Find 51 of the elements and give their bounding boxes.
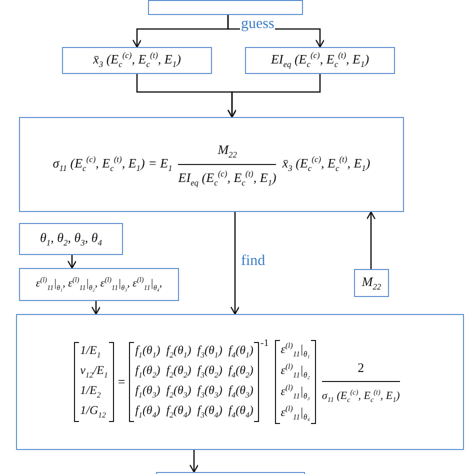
arrow: [227, 74, 321, 118]
arrow: [230, 212, 240, 315]
process-box: [19, 223, 123, 255]
process-box: [148, 0, 303, 15]
matrix-entry: f$_{2}$(θ$_{4}$): [166, 404, 192, 420]
formula-text: σ$_{11}$ (E$_{c}$$^{(c)}$, E$_{c}$$^{(t)}$, E$_{1}$): [322, 390, 400, 402]
matrix-entry: f$_{4}$(θ$_{3}$): [228, 384, 254, 400]
matrix-entry: ε$^{(l)}$$_{11}$|$_{θ₄}$: [280, 404, 310, 422]
matrix-entry: f$_{3}$(θ$_{3}$): [197, 384, 222, 400]
matrix-entry: ε$^{(l)}$$_{11}$|$_{θ₁}$: [280, 342, 310, 360]
process-box: [62, 47, 212, 74]
matrix-entry: 1/E$_{1}$: [80, 344, 101, 360]
arrow: [67, 255, 77, 269]
process-box: [354, 269, 389, 297]
matrix-entry: f$_{2}$(θ$_{1}$): [166, 344, 192, 360]
arrow: [91, 301, 101, 315]
matrix-entry: f$_{3}$(θ$_{1}$): [197, 344, 222, 360]
formula-text: M$_{22}$: [362, 274, 382, 292]
matrix-entry: ν$_{12}$/E$_{1}$: [80, 364, 108, 380]
matrix-entry: f$_{1}$(θ$_{4}$): [135, 404, 160, 420]
arrow: [189, 450, 199, 473]
matrix-entry: 1/E$_{2}$: [80, 384, 101, 400]
formula-text: EI$_{eq}$ (E$_{c}$$^{(c)}$, E$_{c}$$^{(t)}$, E$_{1}$): [178, 170, 276, 185]
matrix-entry: f$_{1}$(θ$_{1}$): [135, 344, 160, 360]
process-box: [19, 268, 179, 301]
formula-text: 2: [358, 360, 364, 375]
process-box: [19, 117, 404, 212]
formula-text: EI$_{eq}$ (E$_{c}$$^{(c)}$, E$_{c}$$^{(t)}$, E$_{1}$): [270, 51, 370, 70]
equals-sign: =: [118, 374, 126, 389]
matrix-entry: f$_{3}$(θ$_{4}$): [197, 404, 222, 420]
matrix-entry: f$_{4}$(θ$_{2}$): [228, 364, 254, 380]
matrix-entry: f$_{3}$(θ$_{2}$): [197, 364, 222, 380]
arrow: [366, 211, 376, 269]
matrix-entry: f$_{2}$(θ$_{2}$): [166, 364, 192, 380]
formula-text: ε$^{(l)}$$_{11}$|$_{θ₁}$, ε$^{(l)}$$_{11}$|$_{θ₂}$, ε$^{(l)}$$_{11}$|$_{θ₃}$, ε$^{(l)}$$_{11}$|$_{θ₄}$,: [36, 276, 162, 292]
matrix-entry: f$_{4}$(θ$_{1}$): [228, 344, 254, 360]
exponent-text: -1: [260, 338, 269, 350]
formula-text: σ$_{11}$ (E$_{c}$$^{(c)}$, E$_{c}$$^{(t)}$, E$_{1}$) = E$_{1}$: [52, 155, 172, 174]
process-box: [16, 314, 464, 450]
matrix-entry: f$_{1}$(θ$_{3}$): [135, 384, 160, 400]
formula-text: M$_{22}$: [218, 142, 237, 158]
matrix-entry: 1/G$_{12}$: [80, 404, 106, 420]
formula-text: x̄$_{3}$ (E$_{c}$$^{(c)}$, E$_{c}$$^{(t)}$, E$_{1}$): [282, 155, 370, 174]
matrix-entry: f$_{4}$(θ$_{4}$): [228, 404, 254, 420]
formula-text: x̄$_{3}$ (E$_{c}$$^{(c)}$, E$_{c}$$^{(t)}$, E$_{1}$): [93, 51, 181, 70]
matrix-entry: ε$^{(l)}$$_{11}$|$_{θ₂}$: [280, 363, 310, 380]
matrix-entry: ε$^{(l)}$$_{11}$|$_{θ₃}$: [280, 384, 310, 401]
process-box: [245, 47, 395, 74]
matrix-entry: f$_{1}$(θ$_{2}$): [135, 364, 160, 380]
matrix-entry: f$_{2}$(θ$_{3}$): [166, 384, 192, 400]
formula-text: θ$_{1}$, θ$_{2}$, θ$_{3}$, θ$_{4}$: [40, 230, 102, 248]
